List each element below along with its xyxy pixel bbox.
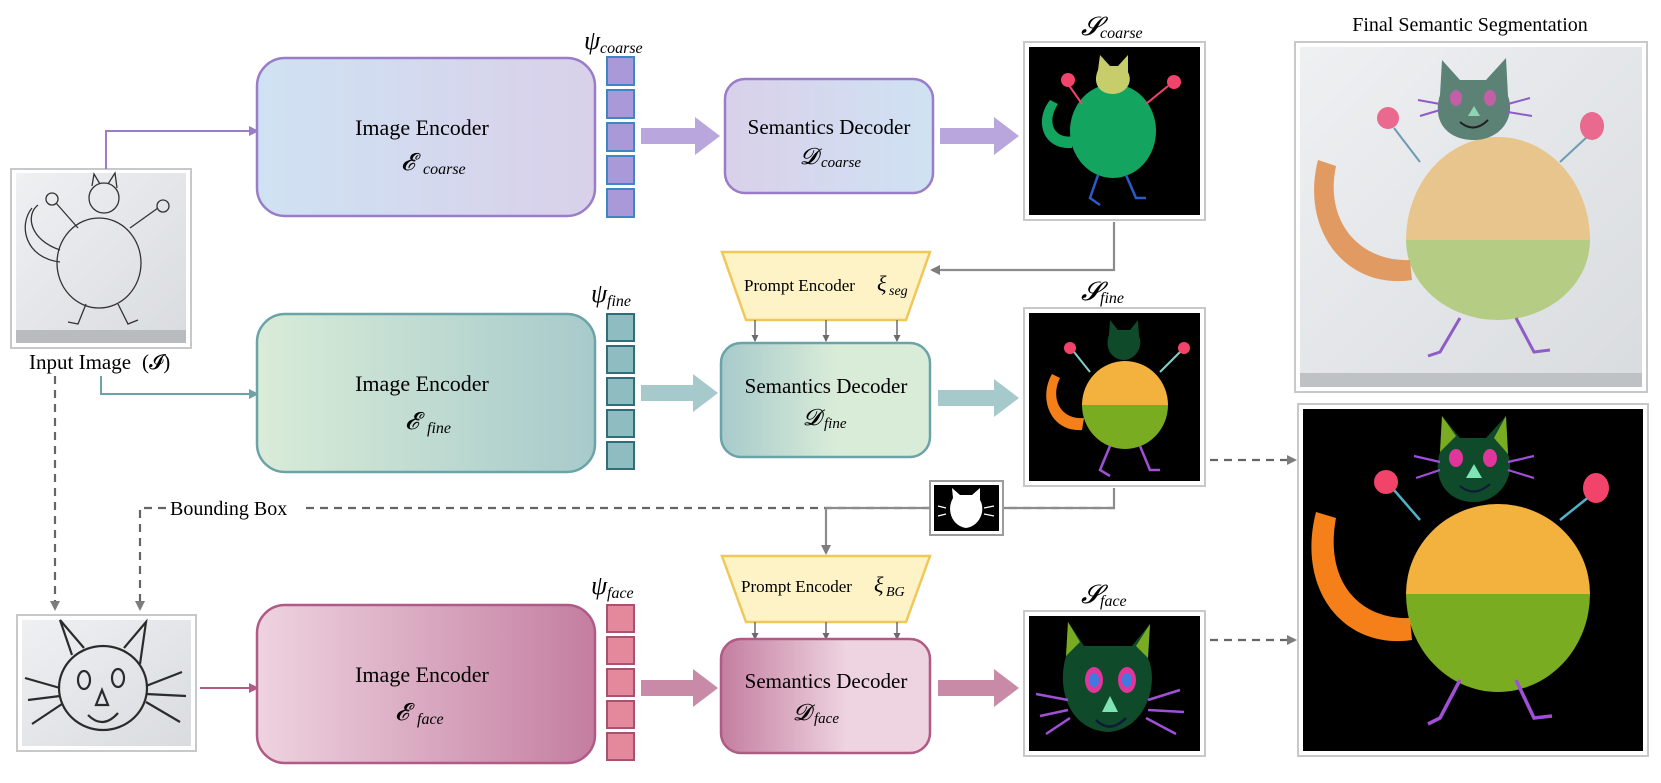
coarse-token-to-decoder-arrow bbox=[641, 117, 720, 155]
prompt-encoder-bg-sub: BG bbox=[886, 585, 905, 600]
fine-segmentation-output bbox=[1023, 307, 1206, 487]
face-token bbox=[606, 636, 635, 665]
input-image bbox=[10, 168, 192, 349]
coarse-token bbox=[606, 155, 635, 185]
final-segmentation-image bbox=[1297, 403, 1649, 757]
face-decoder-sub: face bbox=[814, 711, 839, 727]
coarse-semantics-decoder bbox=[723, 77, 935, 195]
face-token-stack bbox=[606, 604, 635, 761]
face-image-encoder bbox=[255, 603, 597, 765]
fine-token-to-decoder-arrow bbox=[641, 374, 718, 412]
fine-encoder-title: Image Encoder bbox=[355, 371, 489, 396]
final-overlay-image bbox=[1294, 41, 1648, 393]
face-token bbox=[606, 700, 635, 729]
input-to-fine-encoder-arrow bbox=[100, 376, 259, 399]
fine-image-encoder bbox=[255, 312, 597, 474]
coarse-token bbox=[606, 188, 635, 218]
coarse-psi-symbol: ψ bbox=[584, 26, 601, 55]
prompt-encoder-seg-sub: seg bbox=[889, 284, 908, 299]
fine-token bbox=[606, 409, 635, 438]
prompt-encoder-bg-title: Prompt Encoder bbox=[741, 577, 852, 596]
prompt-encoder-bg-symbol: ξ bbox=[874, 572, 884, 597]
coarse-psi-sub: coarse bbox=[600, 40, 643, 57]
face-psi-sub: face bbox=[607, 585, 634, 602]
face-token bbox=[606, 668, 635, 697]
face-psi-symbol: ψ bbox=[591, 571, 608, 600]
coarse-token-stack bbox=[606, 56, 635, 218]
coarse-decoder-symbol: 𝓓 bbox=[800, 144, 823, 169]
face-decoder-to-output-arrow bbox=[938, 669, 1019, 707]
input-image-symbol: (𝓘) bbox=[142, 350, 170, 374]
fine-decoder-to-output-arrow bbox=[938, 379, 1019, 417]
face-semantics-decoder bbox=[719, 637, 932, 755]
fine-psi-symbol: ψ bbox=[591, 279, 608, 308]
fine-token bbox=[606, 377, 635, 406]
face-encoder-sub: face bbox=[417, 711, 444, 728]
face-crop-image bbox=[16, 614, 197, 752]
face-segmentation-output bbox=[1023, 610, 1206, 757]
bounding-box-label: Bounding Box bbox=[170, 498, 287, 520]
coarse-segmentation-output bbox=[1023, 41, 1206, 221]
coarse-decoder-title: Semantics Decoder bbox=[748, 115, 911, 139]
coarse-decoder-to-output-arrow bbox=[940, 117, 1019, 155]
coarse-encoder-sub: coarse bbox=[423, 161, 466, 178]
mask-to-face-prompt-arrow bbox=[821, 506, 930, 555]
face-output-sub: face bbox=[1100, 593, 1127, 610]
coarse-token bbox=[606, 89, 635, 119]
fine-token bbox=[606, 441, 635, 470]
fine-psi-sub: fine bbox=[607, 293, 631, 310]
face-decoder-symbol: 𝓓 bbox=[793, 700, 816, 725]
coarse-image-encoder bbox=[255, 56, 597, 218]
fine-decoder-sub: fine bbox=[824, 416, 847, 432]
prompt-encoder-seg-symbol: ξ bbox=[877, 271, 887, 296]
face-decoder-title: Semantics Decoder bbox=[745, 669, 908, 693]
fine-token bbox=[606, 345, 635, 374]
coarse-output-to-prompt-encoder-arrow bbox=[930, 222, 1116, 275]
coarse-decoder-sub: coarse bbox=[821, 155, 861, 171]
fine-decoder-title: Semantics Decoder bbox=[745, 374, 908, 398]
face-token-to-decoder-arrow bbox=[641, 669, 718, 707]
face-encoder-title: Image Encoder bbox=[355, 662, 489, 687]
coarse-output-sub: coarse bbox=[1100, 25, 1143, 42]
coarse-token bbox=[606, 56, 635, 86]
prompt-encoder-bg bbox=[720, 554, 932, 624]
prompt-encoder-seg-title: Prompt Encoder bbox=[744, 276, 855, 295]
fine-token bbox=[606, 313, 635, 342]
face-token bbox=[606, 604, 635, 633]
fine-semantics-decoder bbox=[719, 341, 932, 459]
fine-decoder-symbol: 𝓓 bbox=[803, 405, 826, 430]
coarse-token bbox=[606, 122, 635, 152]
fine-token-stack bbox=[606, 313, 635, 470]
final-title: Final Semantic Segmentation bbox=[1352, 14, 1588, 36]
prompt-encoder-seg bbox=[720, 250, 932, 322]
fine-output-to-mask-line bbox=[1004, 488, 1116, 510]
input-cat-sketch bbox=[24, 171, 170, 325]
face-token bbox=[606, 732, 635, 761]
cat-mask-icon bbox=[929, 480, 1004, 536]
input-to-coarse-encoder-arrow bbox=[105, 126, 259, 169]
input-image-label: Input Image bbox=[29, 350, 131, 374]
bounding-box-dashed-drop bbox=[135, 506, 166, 611]
fine-encoder-sub: fine bbox=[427, 420, 451, 437]
fine-output-sub: fine bbox=[1100, 290, 1124, 307]
coarse-encoder-title: Image Encoder bbox=[355, 115, 489, 140]
